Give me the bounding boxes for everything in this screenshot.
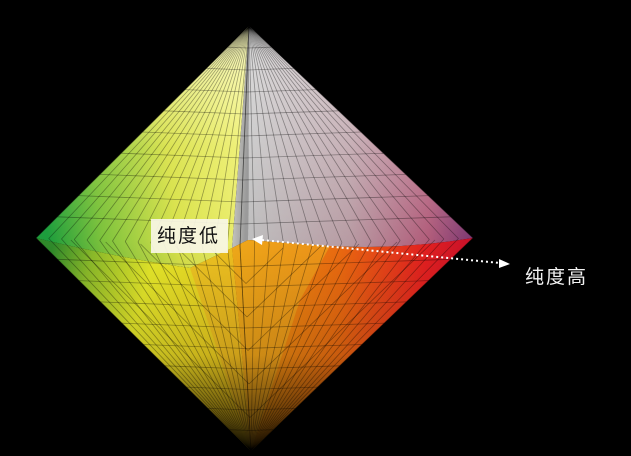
low-saturation-label: 纯度低 bbox=[151, 219, 229, 253]
solid-grid-lines bbox=[36, 26, 473, 451]
high-saturation-label: 纯度高 bbox=[525, 266, 589, 288]
saturation-arrow bbox=[252, 235, 510, 268]
neutral-gray-wedge bbox=[232, 26, 249, 248]
